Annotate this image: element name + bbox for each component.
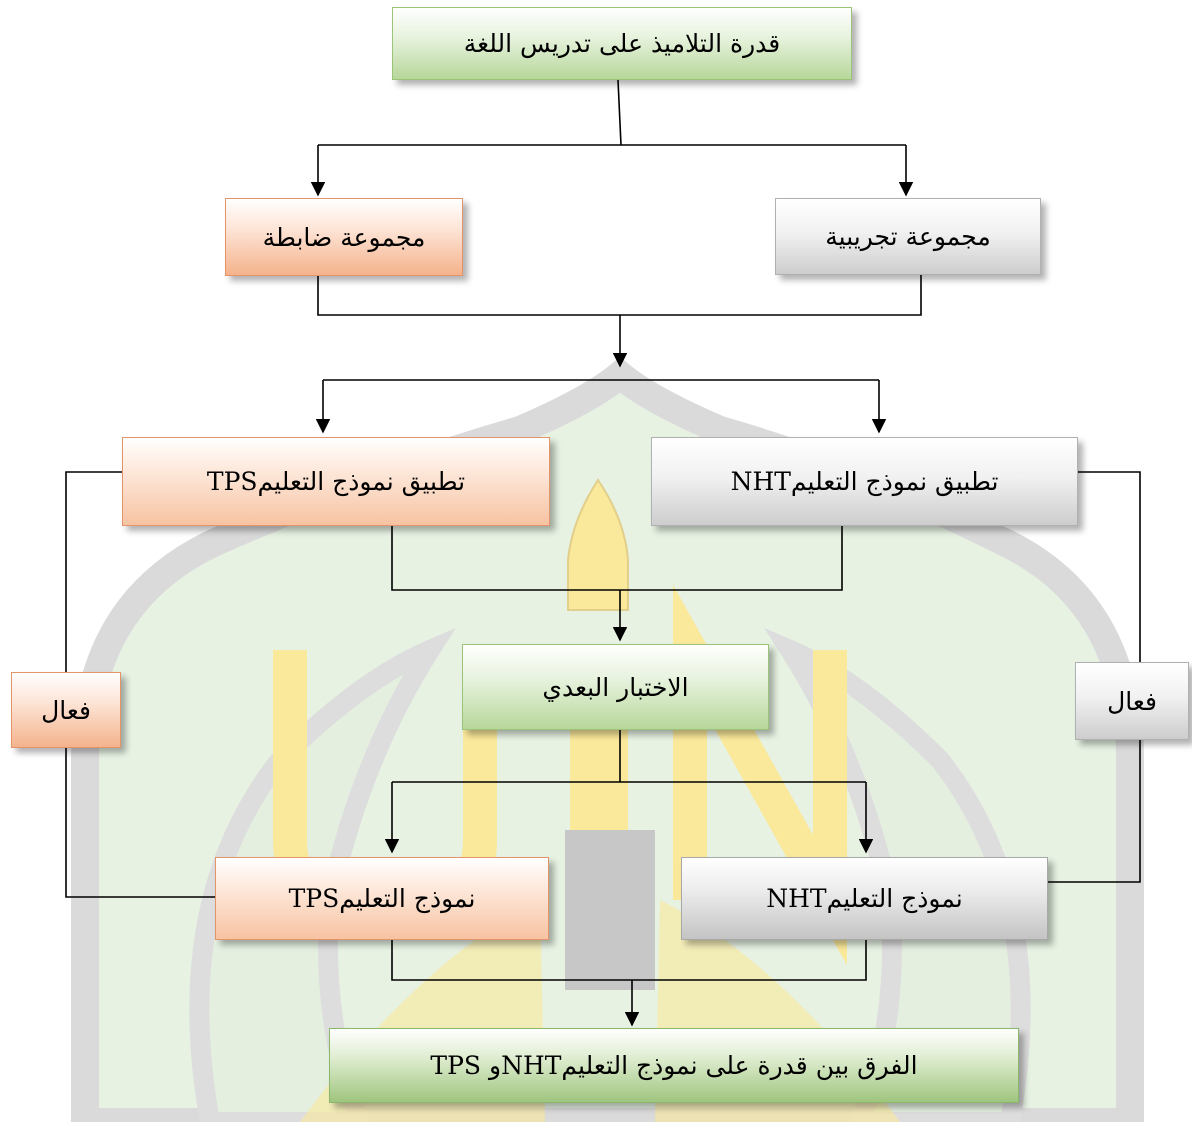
model-nht-box: نموذج التعليمNHT	[681, 857, 1048, 940]
connector-top-split	[318, 79, 906, 146]
apply-tps-box: تطبيق نموذج التعليمTPS	[122, 437, 550, 526]
top-box-label: قدرة التلاميذ على تدريس اللغة	[463, 29, 781, 58]
top-box-language-ability: قدرة التلاميذ على تدريس اللغة	[392, 7, 852, 80]
final-comparison-box: الفرق بين قدرة على نموذج التعليمNHTو TPS	[329, 1028, 1019, 1103]
apply-nht-box: تطبيق نموذج التعليمNHT	[651, 437, 1078, 526]
connector-left-loop-bottom	[65, 748, 215, 898]
experimental-group-label: مجموعة تجريبية	[825, 222, 991, 251]
watermark-kaaba	[565, 830, 655, 990]
control-group-box: مجموعة ضابطة	[225, 198, 463, 276]
connector-apply-merge	[391, 526, 843, 591]
connector-right-loop-bottom	[1048, 740, 1141, 883]
connector-right-loop-top	[1078, 471, 1141, 662]
connector-posttest-split	[392, 730, 866, 783]
watermark-letter-n	[673, 584, 847, 966]
posttest-box: الاختبار البعدي	[462, 644, 769, 730]
connector-left-loop-top	[65, 471, 122, 672]
final-comparison-label: الفرق بين قدرة على نموذج التعليمNHTو TPS	[430, 1051, 918, 1080]
watermark-minaret	[567, 478, 629, 611]
model-tps-box: نموذج التعليمTPS	[215, 857, 549, 940]
experimental-group-box: مجموعة تجريبية	[775, 198, 1041, 275]
effective-right-label: فعال	[1107, 686, 1157, 716]
connector-groups-merge	[317, 275, 922, 316]
posttest-label: الاختبار البعدي	[542, 672, 689, 702]
effective-left-box: فعال	[11, 672, 121, 748]
effective-right-box: فعال	[1075, 662, 1189, 740]
control-group-label: مجموعة ضابطة	[262, 222, 426, 252]
apply-nht-label: تطبيق نموذج التعليمNHT	[730, 467, 999, 496]
apply-tps-label: تطبيق نموذج التعليمTPS	[206, 467, 466, 496]
effective-left-label: فعال	[41, 695, 91, 725]
connector-models-merge	[391, 940, 867, 981]
model-tps-label: نموذج التعليمTPS	[288, 884, 476, 913]
model-nht-label: نموذج التعليمNHT	[766, 884, 963, 913]
